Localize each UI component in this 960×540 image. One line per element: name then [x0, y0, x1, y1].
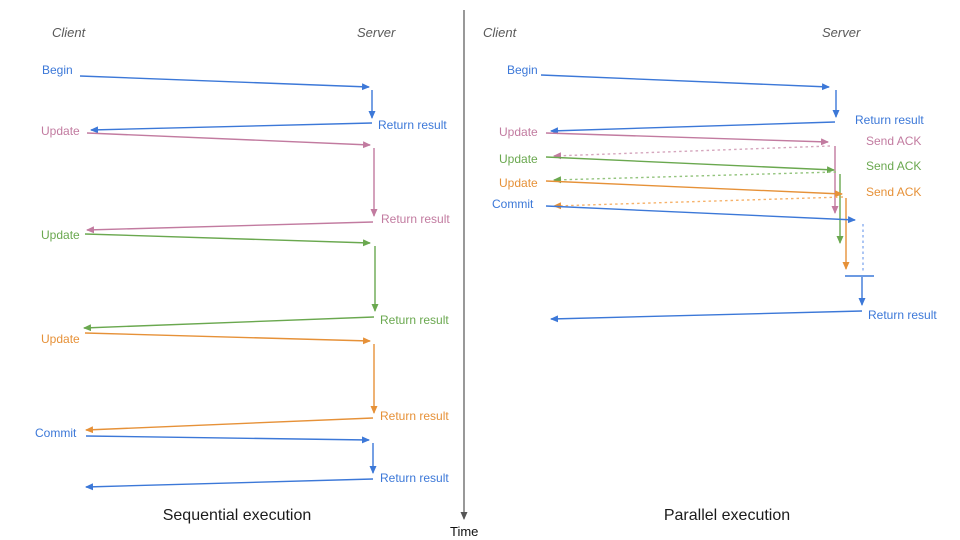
- seq-update3-request-arrow: [84, 332, 371, 345]
- par-update2-ack-arrow: [553, 171, 837, 184]
- seq-begin-request-arrow: [79, 75, 370, 91]
- seq-client-actor-label: Client: [52, 25, 86, 40]
- seq-update3-return-arrow: [85, 417, 374, 434]
- par-begin-request-arrow: [540, 74, 830, 91]
- par-commit-return-arrow: [550, 310, 863, 323]
- par-ack2-label: Send ACK: [866, 159, 922, 173]
- par-commit-label: Commit: [492, 197, 534, 211]
- par-update1-request-arrow: [545, 132, 829, 146]
- par-update3-request-arrow: [545, 180, 843, 198]
- seq-update2-return-arrow: [83, 316, 375, 332]
- seq-update1-request-arrow: [86, 132, 371, 149]
- time-axis-label: Time: [450, 524, 479, 539]
- par-return-commit-label: Return result: [868, 308, 937, 322]
- seq-return-update3-label: Return result: [380, 409, 449, 423]
- sequential-caption: Sequential execution: [162, 507, 312, 524]
- par-update3-label: Update: [499, 176, 538, 190]
- seq-server-actor-label: Server: [357, 25, 396, 40]
- par-update1-label: Update: [499, 125, 538, 139]
- par-return-begin-label: Return result: [855, 113, 924, 127]
- seq-begin-return-arrow: [90, 122, 373, 134]
- seq-commit-return-arrow: [85, 478, 374, 491]
- seq-begin-label: Begin: [42, 63, 73, 77]
- seq-return-update2-label: Return result: [380, 313, 449, 327]
- seq-commit-request-arrow: [85, 435, 370, 444]
- par-server-actor-label: Server: [822, 25, 861, 40]
- seq-update1-label: Update: [41, 124, 80, 138]
- par-ack1-label: Send ACK: [866, 134, 922, 148]
- seq-return-begin-label: Return result: [378, 118, 447, 132]
- par-commit-request-arrow: [545, 205, 856, 224]
- par-begin-label: Begin: [507, 63, 538, 77]
- seq-update2-request-arrow: [84, 233, 371, 247]
- par-begin-return-arrow: [550, 121, 836, 135]
- par-update2-request-arrow: [545, 156, 835, 174]
- seq-update2-label: Update: [41, 228, 80, 242]
- seq-return-commit-label: Return result: [380, 471, 449, 485]
- par-ack3-label: Send ACK: [866, 185, 922, 199]
- par-update1-ack-arrow: [553, 145, 831, 160]
- sequential-diagram-arrows: [79, 75, 379, 491]
- seq-update1-return-arrow: [86, 221, 374, 234]
- par-update3-ack-arrow: [553, 196, 844, 210]
- par-update2-label: Update: [499, 152, 538, 166]
- seq-update3-label: Update: [41, 332, 80, 346]
- seq-commit-label: Commit: [35, 426, 77, 440]
- par-client-actor-label: Client: [483, 25, 517, 40]
- parallel-diagram-arrows: [540, 74, 874, 323]
- seq-return-update1-label: Return result: [381, 212, 450, 226]
- parallel-caption: Parallel execution: [663, 507, 791, 524]
